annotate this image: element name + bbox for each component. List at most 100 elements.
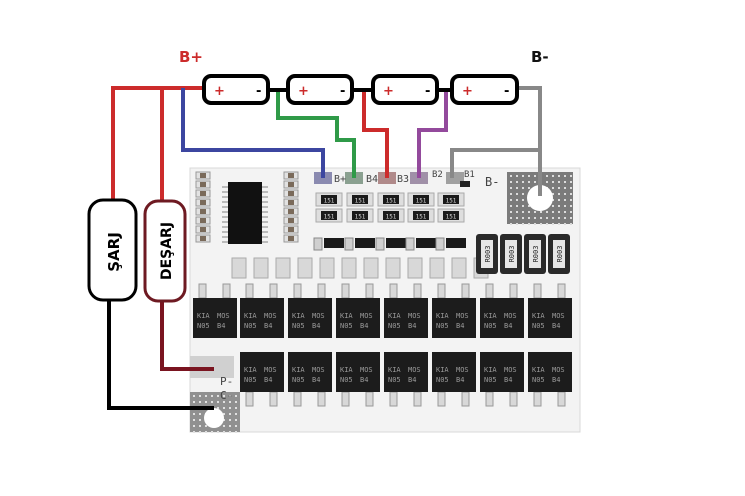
shunt-marking: R003 (484, 246, 492, 263)
mosfet-marking: KIA (292, 366, 305, 374)
mosfet-marking: B4 (456, 376, 464, 384)
mosfet-marking: B4 (504, 376, 512, 384)
battery-cell: +- (450, 74, 519, 105)
mosfet-marking: KIA (388, 366, 401, 374)
pad-label-b-plus: B+ (334, 174, 346, 185)
mosfet-marking: MOS (456, 366, 469, 374)
mosfet-marking: N05 (292, 322, 305, 330)
mosfet-marking: MOS (504, 366, 517, 374)
mosfet-marking: N05 (292, 376, 305, 384)
wire-b2 (417, 90, 448, 178)
mosfet-marking: N05 (436, 376, 449, 384)
mosfet-marking: B4 (312, 376, 320, 384)
charge-label: ŞARJ (105, 232, 123, 272)
mosfet-marking: B4 (264, 376, 272, 384)
mosfet: KIA MOS N05 B4 (288, 283, 332, 338)
mosfet-marking: MOS (552, 366, 565, 374)
mosfet-marking: KIA (340, 366, 353, 374)
mosfet-marking: KIA (244, 312, 257, 320)
mosfet-marking: KIA (388, 312, 401, 320)
resistor-marking: 151 (355, 214, 366, 221)
cell-minus-terminal: - (504, 84, 509, 99)
mosfet-marking: N05 (532, 322, 545, 330)
mosfet-marking: N05 (436, 322, 449, 330)
mosfet-marking: B4 (217, 322, 225, 330)
mosfet-marking: B4 (408, 322, 416, 330)
resistor-marking: 151 (416, 214, 427, 221)
cell-minus-terminal: - (256, 84, 261, 99)
pad-label-c-minus: C- (220, 389, 233, 402)
resistor-marking: 151 (386, 214, 397, 221)
mosfet-marking: B4 (552, 322, 560, 330)
pad-label-b3: B3 (397, 174, 409, 185)
mosfet-marking: B4 (360, 322, 368, 330)
mosfet: KIA MOS N05 B4 (480, 352, 524, 407)
mosfet-marking: KIA (292, 312, 305, 320)
mosfet-marking: B4 (552, 376, 560, 384)
mosfet-marking: B4 (312, 322, 320, 330)
battery-cell: +- (371, 74, 439, 105)
resistor-marking: 151 (355, 198, 366, 205)
pad-label-b2: B2 (432, 170, 443, 180)
bms-board: B+ B4 B3 B2 B1 B- P- C- 151 151 151 151 151 1… (189, 167, 581, 433)
resistor-marking: 151 (446, 198, 457, 205)
mosfet-row-bottom: KIA MOS N05 B4 KIA MOS N05 B4 KIA MOS N05 B4 KIA MOS N… (240, 352, 572, 407)
wire-charge (107, 300, 214, 410)
battery-cell: +- (286, 74, 354, 105)
mosfet-marking: N05 (388, 322, 401, 330)
mosfet-marking: N05 (388, 376, 401, 384)
mosfet-marking: KIA (436, 312, 449, 320)
mosfet-marking: N05 (197, 322, 210, 330)
shunt-marking: R003 (556, 246, 564, 263)
mosfet-marking: MOS (504, 312, 517, 320)
mosfet-marking: KIA (244, 366, 257, 374)
pad-label-p-minus: P- (220, 375, 233, 388)
mosfet-marking: B4 (360, 376, 368, 384)
mosfet-marking: N05 (484, 376, 497, 384)
mosfet-marking: MOS (456, 312, 469, 320)
mosfet-marking: MOS (217, 312, 230, 320)
mosfet: KIA MOS N05 B4 (432, 283, 476, 338)
resistor-marking: 151 (416, 198, 427, 205)
mosfet-marking: N05 (532, 376, 545, 384)
wire-b-plus-sense (181, 88, 325, 178)
resistor-marking: 151 (324, 214, 335, 221)
mosfet-marking: B4 (456, 322, 464, 330)
mosfet-marking: KIA (436, 366, 449, 374)
mosfet-row-top: KIA MOS N05 B4 KIA MOS N05 B4 KIA MOS N05 B4 KIA MOS N… (193, 283, 572, 338)
mosfet-marking: N05 (484, 322, 497, 330)
wire-b3 (362, 90, 389, 178)
cell-plus-terminal: + (298, 84, 309, 99)
mosfet-marking: N05 (244, 322, 257, 330)
b-plus-label: B+ (179, 48, 203, 66)
mosfet: KIA MOS N05 B4 (193, 283, 237, 338)
b-minus-hole (527, 185, 553, 211)
control-ic (228, 182, 262, 244)
mosfet-marking: KIA (197, 312, 210, 320)
mosfet-marking: MOS (360, 312, 373, 320)
charge-port: ŞARJ (87, 198, 138, 302)
mosfet-marking: B4 (264, 322, 272, 330)
pad-label-b1: B1 (464, 170, 475, 180)
pad-label-b-minus: B- (485, 175, 499, 189)
mosfet-marking: MOS (408, 312, 421, 320)
cell-minus-terminal: - (340, 84, 345, 99)
wire-b4 (276, 90, 356, 178)
mosfet-marking: KIA (532, 312, 545, 320)
mosfet-marking: MOS (408, 366, 421, 374)
mosfet-marking: KIA (484, 366, 497, 374)
mosfet-marking: N05 (340, 322, 353, 330)
mosfet-marking: MOS (312, 312, 325, 320)
mosfet-marking: B4 (408, 376, 416, 384)
shunt-marking: R003 (508, 246, 516, 263)
mosfet: KIA MOS N05 B4 (384, 283, 428, 338)
